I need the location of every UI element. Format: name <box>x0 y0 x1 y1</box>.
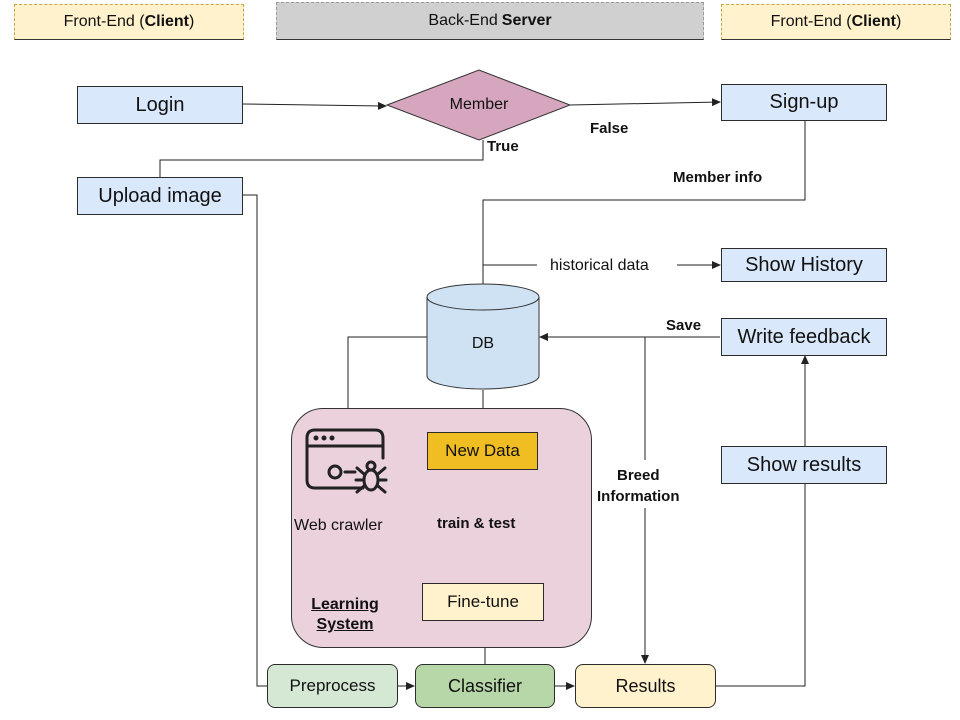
edge-label-true: True <box>487 138 519 155</box>
header-left-bold: Client <box>144 13 190 30</box>
edge-member-upload <box>159 140 484 178</box>
preprocess-node[interactable]: Preprocess <box>267 664 398 708</box>
show-history-node[interactable]: Show History <box>721 248 887 282</box>
fine-tune-node[interactable]: Fine-tune <box>422 583 544 621</box>
results-node[interactable]: Results <box>575 664 716 708</box>
header-center-bold: Server <box>501 12 552 29</box>
classifier-node[interactable]: Classifier <box>415 664 555 708</box>
header-left-suffix: ) <box>189 13 195 30</box>
header-right-prefix: Front-End ( <box>770 13 852 30</box>
header-left-prefix: Front-End ( <box>63 13 145 30</box>
edge-label-breed-line1: Breed <box>616 467 660 484</box>
edge-upload-preprocess <box>243 194 267 687</box>
header-right-suffix: ) <box>896 13 902 30</box>
edge-label-breed-information: Breed Information <box>597 465 680 507</box>
edge-label-historical-data: historical data <box>550 257 649 274</box>
web-crawler-label: Web crawler <box>294 517 383 534</box>
web-crawler-spider-icon <box>305 428 395 504</box>
header-right-bold: Client <box>851 13 897 30</box>
edge-member-signup <box>569 98 721 107</box>
header-center-prefix: Back-End <box>428 12 498 29</box>
edge-label-breed-line2: Information <box>597 488 680 505</box>
db-cylinder <box>426 283 540 390</box>
header-right-client: Front-End (Client) <box>721 4 951 40</box>
edge-label-train-test: train & test <box>437 515 516 532</box>
edge-signup-db <box>482 121 806 285</box>
show-results-node[interactable]: Show results <box>721 446 887 484</box>
login-node[interactable]: Login <box>77 86 243 124</box>
upload-image-node[interactable]: Upload image <box>77 177 243 215</box>
edge-results-showresults <box>716 484 806 687</box>
edge-db-crawler <box>347 336 427 425</box>
learning-system-title-line1: Learning <box>311 596 379 613</box>
edge-label-false: False <box>590 120 629 137</box>
edge-login-member <box>242 101 387 110</box>
signup-node[interactable]: Sign-up <box>721 84 887 121</box>
member-label: Member <box>449 96 509 113</box>
learning-system-title: Learning System <box>300 595 390 635</box>
write-feedback-node[interactable]: Write feedback <box>721 318 887 356</box>
new-data-node[interactable]: New Data <box>427 432 538 470</box>
edge-label-save: Save <box>666 317 702 334</box>
db-label: DB <box>471 335 495 352</box>
header-left-client: Front-End (Client) <box>14 4 244 40</box>
learning-system-title-line2: System <box>316 616 374 633</box>
edge-label-member-info: Member info <box>673 169 763 186</box>
member-diamond <box>385 69 572 141</box>
